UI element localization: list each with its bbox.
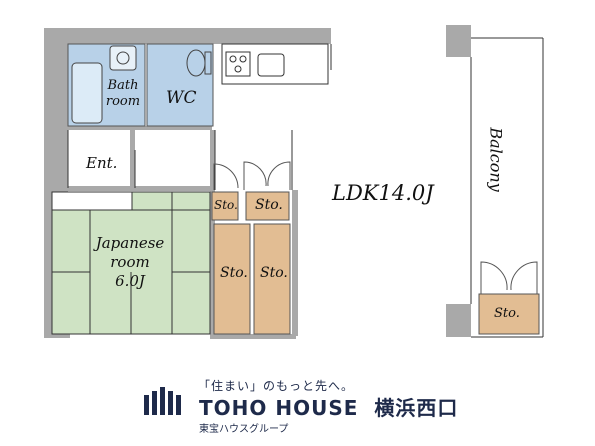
toilet-tank-icon [204,51,212,75]
storage-label-1: Sto. [214,198,238,212]
storage-closets [211,191,540,335]
storage-label-3: Sto. [220,265,248,281]
japanese-label-line2: room [110,253,150,271]
bath-label-line2: room [105,94,141,109]
entrance-label: Ent. [86,154,118,172]
wc-floor [146,43,214,127]
bath-label-line1: Bath [107,78,139,93]
ldk-label: LDK14.0J [332,181,434,205]
floor-plan: Bath room WC Ent. LDK14.0J Balcony Japan… [44,25,544,339]
branch-name: 横浜西口 [374,396,459,420]
storage-label-2: Sto. [255,197,283,213]
tagline: 「住まい」のもっと先へ。 [198,379,355,393]
wc-label: WC [166,88,197,108]
door-swings [213,161,538,294]
floor-plan-drawing [44,25,544,339]
closet-shelf [51,191,133,211]
storage-label-5: Sto. [494,306,520,321]
toho-house-logo-icon [144,387,181,415]
japanese-label-line3: 6.0J [115,272,145,290]
balcony-label: Balcony [486,127,506,192]
japanese-room-label: Japanese room 6.0J [90,234,170,291]
brand-title: TOHO HOUSE [199,396,359,420]
company-footer: 「住まい」のもっと先へ。 TOHO HOUSE 横浜西口 東宝ハウスグループ [0,355,595,446]
stove-icon [225,51,251,77]
japanese-label-line1: Japanese [95,234,165,252]
sink-bowl-icon [116,51,130,65]
brand-name: TOHO HOUSE 横浜西口 [199,392,458,421]
kitchen-counter [221,43,329,85]
bathtub-icon [71,62,103,124]
storage-label-4: Sto. [260,265,288,281]
kitchen-sink-icon [257,53,285,77]
company-group: 東宝ハウスグループ [199,424,289,435]
washbasin-icon [109,45,137,71]
bath-room-label: Bath room [104,78,142,110]
partition-lines [67,37,544,338]
